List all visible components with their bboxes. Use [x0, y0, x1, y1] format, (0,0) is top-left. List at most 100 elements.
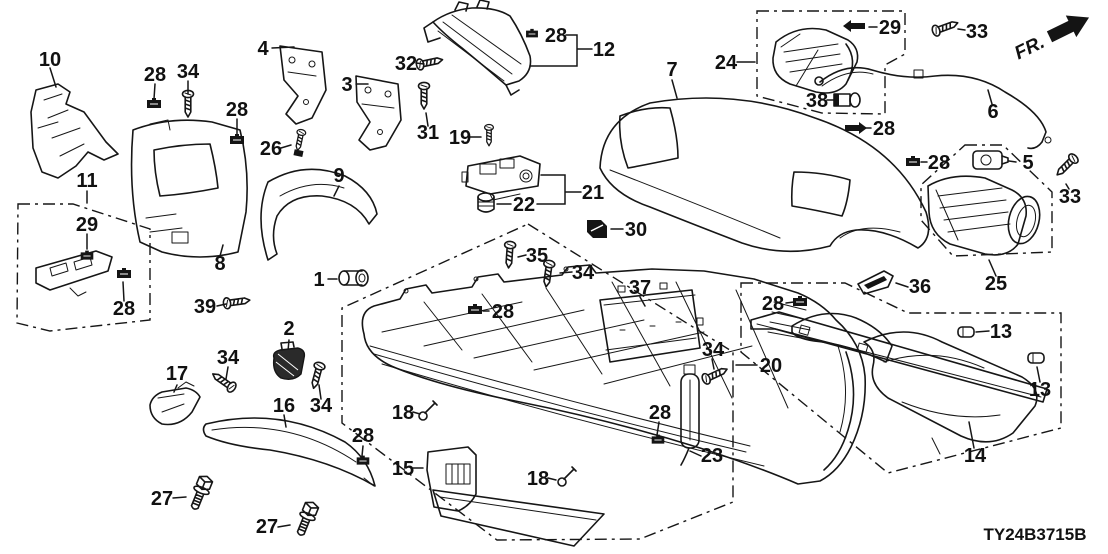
screw-26-icon: [292, 128, 307, 157]
part-36-bracket: [857, 270, 894, 295]
fr-arrow-icon: [1046, 15, 1090, 43]
callout-14: 14: [964, 445, 987, 467]
callout-23: 23: [701, 445, 723, 467]
part-23-damper: [680, 364, 700, 466]
callout-31: 31: [417, 122, 439, 144]
callout-28-6: 28: [762, 293, 784, 315]
part-3-bracket: [355, 75, 402, 151]
callout-25: 25: [985, 273, 1007, 295]
clip-28-icon: [116, 267, 132, 279]
callout-2: 2: [283, 318, 294, 340]
fr-label: FR.: [1011, 32, 1048, 64]
part-12-grille: [423, 0, 532, 96]
callout-36: 36: [909, 276, 931, 298]
callout-37: 37: [629, 277, 651, 299]
part-glovebox-assembly: [361, 264, 867, 485]
screw-34-icon: [307, 360, 327, 391]
callout-11: 11: [76, 170, 97, 192]
callout-32: 32: [395, 53, 417, 75]
group-box-vent-25: [920, 144, 1053, 257]
callout-34-1: 34: [177, 61, 200, 83]
bolt-27-icon: [185, 472, 216, 513]
hook-screw-18-icon: [557, 466, 577, 487]
part-16-garnish-blade: [202, 417, 376, 487]
callout-20: 20: [760, 355, 782, 377]
part-1-clip: [338, 269, 369, 287]
callout-16: 16: [273, 395, 295, 417]
part-7-garnish-panel: [599, 97, 930, 253]
part-30-grommet: [587, 220, 607, 238]
clip-28-icon: [467, 303, 483, 315]
clip-13-icon: [1027, 352, 1045, 364]
group-box-glovebox: [341, 223, 734, 541]
callout-28-1: 28: [144, 64, 166, 86]
parts: [30, 0, 1081, 547]
leader-lines: [49, 26, 1070, 528]
callout-8: 8: [214, 253, 225, 275]
callout-33-1: 33: [966, 21, 988, 43]
clip-13-icon: [957, 326, 975, 338]
callout-28-3: 28: [545, 25, 567, 47]
part-22-grommet: [477, 192, 495, 213]
clip-28-icon: [146, 97, 162, 109]
callout-18-2: 18: [527, 468, 549, 490]
screw-34-icon: [208, 368, 239, 395]
part-17-corner-trim: [149, 381, 201, 426]
part-25-center-vent: [927, 175, 1041, 256]
part-4-bracket: [279, 45, 327, 125]
callout-21: 21: [582, 182, 604, 204]
part-21-unit: [461, 155, 541, 201]
callout-4: 4: [257, 38, 269, 60]
callout-22: 22: [513, 194, 535, 216]
group-box-vent-24: [756, 10, 906, 115]
callout-7: 7: [666, 59, 677, 81]
callout-35: 35: [526, 245, 548, 267]
callout-13-2: 13: [1029, 379, 1051, 401]
callouts: 10 28 34 4 3 28 26 32 28 12 31 19 7 24 2…: [39, 17, 1081, 538]
callout-38: 38: [806, 90, 828, 112]
bolt-27-icon: [291, 498, 322, 539]
callout-39: 39: [194, 296, 216, 318]
callout-12: 12: [593, 39, 615, 61]
fr-direction-indicator: FR.: [1011, 15, 1090, 64]
callout-17: 17: [166, 363, 188, 385]
callout-15: 15: [392, 458, 414, 480]
part-14-lid-assembly: [750, 311, 1048, 455]
clip-29-icon: [843, 20, 865, 32]
screw-39-icon: [221, 293, 252, 311]
callout-19: 19: [449, 127, 471, 149]
clip-28-icon: [792, 295, 808, 307]
callout-28-2: 28: [226, 99, 248, 121]
callout-6: 6: [987, 101, 998, 123]
callout-27-1: 27: [151, 488, 173, 510]
part-8-panel: [130, 119, 248, 258]
callout-26: 26: [260, 138, 282, 160]
callout-28-5: 28: [928, 152, 950, 174]
screw-35-icon: [502, 240, 517, 270]
clip-28-icon: [356, 455, 370, 466]
screw-19-icon: [483, 123, 495, 147]
callout-34-2: 34: [572, 262, 595, 284]
callout-28-10: 28: [352, 425, 374, 447]
callout-18-1: 18: [392, 402, 414, 424]
group-box-trim-11: [16, 203, 151, 332]
screw-32-icon: [414, 53, 445, 72]
part-38-plug: [833, 92, 861, 108]
hook-screw-18-icon: [418, 400, 438, 421]
part-9-trim-strip: [260, 168, 378, 261]
diagram-code: TY24B3715B: [983, 525, 1086, 544]
callout-29-1: 29: [879, 17, 901, 39]
callout-27-2: 27: [256, 516, 278, 538]
callout-34-5: 34: [310, 395, 333, 417]
part-11-trim: [35, 250, 113, 297]
callout-10: 10: [39, 49, 61, 71]
callout-3: 3: [341, 74, 352, 96]
callout-1: 1: [313, 269, 324, 291]
screw-33-icon: [930, 16, 961, 38]
clip-28-icon: [525, 28, 539, 38]
callout-13-1: 13: [990, 321, 1012, 343]
part-6-harness: [814, 66, 1052, 150]
callout-34-3: 34: [702, 339, 725, 361]
part-10-bracket: [30, 83, 119, 179]
